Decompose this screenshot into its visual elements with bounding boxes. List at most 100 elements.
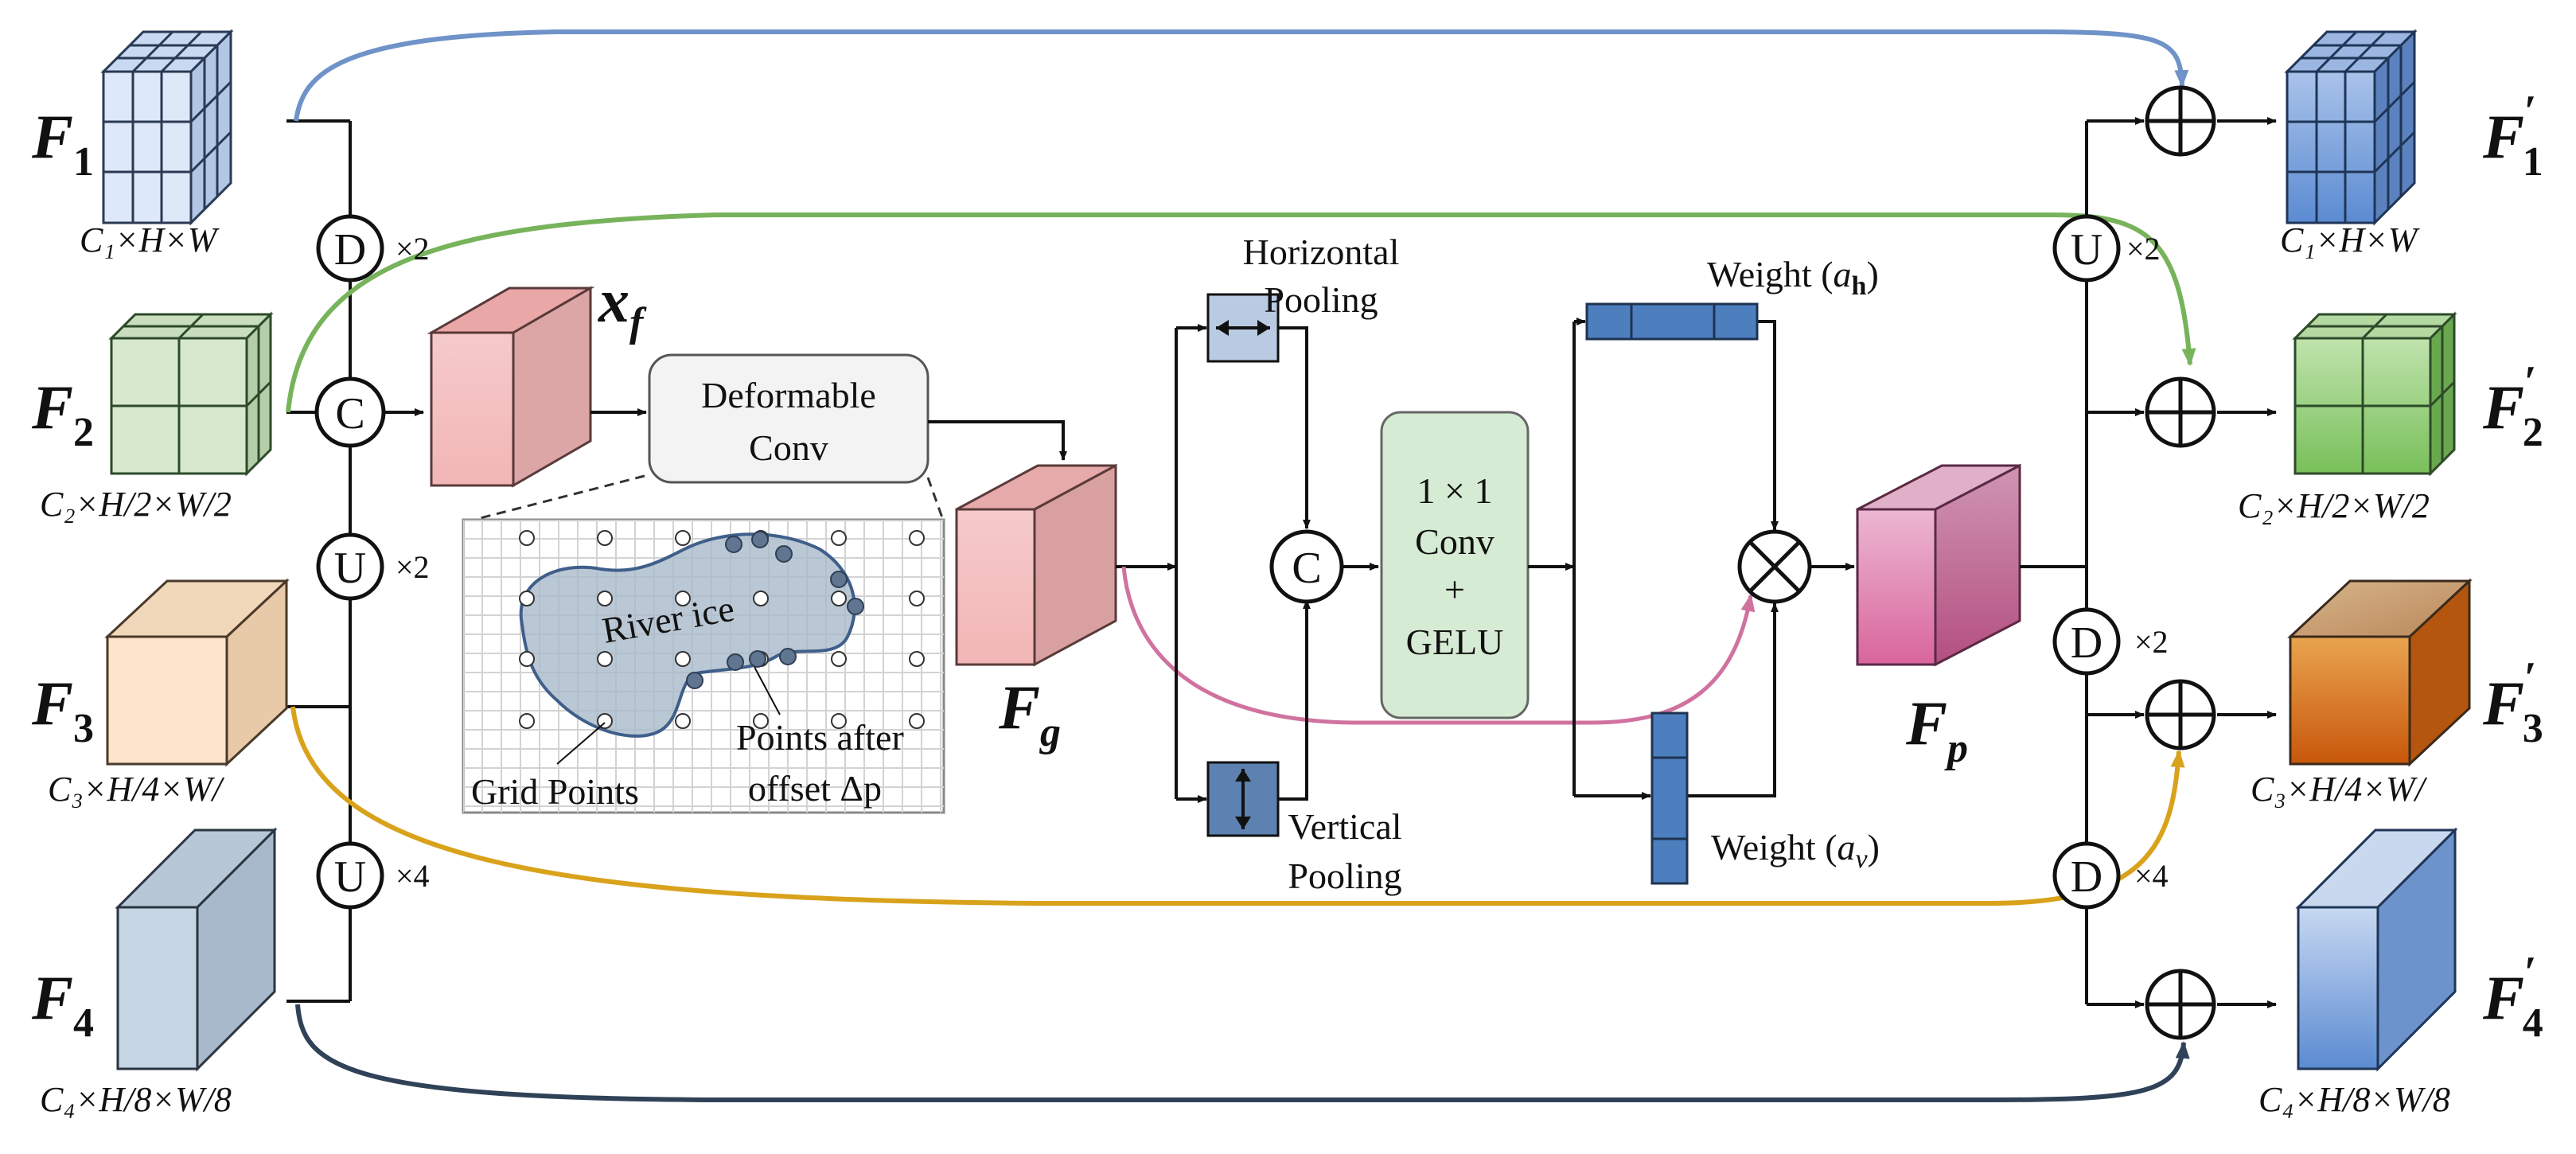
xf-cube [427,286,595,488]
output-dim-f2: C₂×H/2×W/2 [2238,486,2430,525]
offset-point [830,571,848,588]
grid-point [519,530,535,546]
skip-arrow-f2 [286,212,2196,413]
output-cube-f1 [2284,29,2418,226]
offset-point [775,545,793,563]
pooling-branches [1175,324,1379,803]
skip-arrow-f3 [290,706,2185,906]
multiply-op [1737,529,1812,604]
input-dim-f4: C₄×H/8×W/8 [40,1080,232,1119]
svg-text:D: D [2071,852,2102,902]
offset-point [751,531,769,548]
sum-op-3 [2145,679,2216,750]
svg-text:×2: ×2 [396,231,430,267]
horizontal-pooling-label-1: Horizontal [1243,232,1400,272]
weight-h-label: Weight (ah) [1707,254,1879,301]
weight-v-bar [1650,712,1689,885]
offset-point [779,648,797,665]
output-dim-f3: C₃×H/4×W/ [2251,770,2428,809]
left-op-upsample-2: U ×2 [316,532,430,601]
svg-text:×2: ×2 [2126,231,2161,267]
svg-text:×2: ×2 [396,549,430,585]
grid-point [909,651,925,667]
svg-text:U: U [2071,225,2102,275]
output-label-f1: F′1 [2482,87,2543,185]
input-dim-f2: C₂×H/2×W/2 [40,485,232,524]
grid-point [519,713,535,729]
skip-arrow-f1 [294,29,2189,122]
input-dim-f3: C₃×H/4×W/ [48,770,225,809]
svg-text:×2: ×2 [2134,624,2169,660]
right-op-downsample-2: D ×2 [2052,607,2169,676]
svg-text:×4: ×4 [396,858,430,894]
fg-label: Fg [998,673,1061,755]
left-op-concat: C [314,376,386,448]
input-label-f1: F1 [31,102,94,185]
river-ice-shape [519,532,856,738]
input-label-f3: F3 [31,669,94,751]
input-cube-f4 [115,827,278,1072]
conv-gelu-block: 1 × 1 Conv + GELU [1380,411,1530,719]
grid-point [519,651,535,667]
weight-v-label: Weight (av) [1711,827,1880,874]
grid-point [675,713,691,729]
fp-label: Fp [1905,688,1968,771]
output-label-f2: F′2 [2482,357,2543,455]
output-cube-f4 [2295,827,2458,1072]
skip-arrow-f4 [295,1004,2190,1102]
input-cube-f2 [108,311,274,477]
grid-point [597,591,613,606]
grid-point [831,530,847,546]
offset-points-label-2: offset Δp [748,768,882,809]
left-op-downsample: D ×2 [316,214,430,283]
svg-text:D: D [334,225,366,275]
input-cube-f3 [104,578,290,767]
deform-to-fg-arrow [928,420,1067,461]
vertical-pooling-label-1: Vertical [1288,806,1401,847]
grid-point [909,591,925,606]
grid-point [597,713,613,729]
input-label-f4: F4 [31,963,94,1046]
horizontal-pooling-block [1206,293,1280,363]
offset-point [725,536,742,553]
svg-text:U: U [334,852,366,902]
weight-h-bar [1585,302,1759,341]
fp-cube [1856,463,2021,667]
horizontal-pooling-label-2: Pooling [1264,279,1378,320]
vertical-pooling-block [1206,761,1280,837]
grid-point [675,591,691,606]
fg-cube [955,463,1117,667]
zoom-line-right [926,477,945,523]
left-op-upsample-4: U ×4 [316,841,430,910]
svg-text:Conv: Conv [1415,521,1495,562]
input-cube-f1 [100,29,234,226]
output-cube-f2 [2292,311,2457,477]
grid-point [753,591,769,606]
grid-point [597,651,613,667]
output-label-f3: F′3 [2482,653,2543,751]
output-cube-f3 [2287,578,2473,767]
right-op-upsample: U ×2 [2052,214,2161,283]
svg-text:U: U [334,544,366,593]
input-dim-f1: C₁×H×W [80,220,220,259]
output-dim-f1: C₁×H×W [2280,220,2420,259]
grid-point [753,713,769,729]
svg-text:×4: ×4 [2134,858,2169,894]
sum-op-1 [2145,85,2216,157]
deformable-conv-block: Deformable Conv [648,353,929,484]
offset-point [749,650,766,668]
right-op-downsample-4: D ×4 [2052,841,2169,910]
grid-points-label: Grid Points [471,771,639,812]
grid-point [831,651,847,667]
concat-mid: C [1269,529,1344,604]
svg-text:C: C [1292,544,1321,593]
offset-points-label-1: Points after [736,717,904,758]
grid-point [831,713,847,729]
svg-text:Conv: Conv [749,427,828,468]
input-label-f2: F2 [31,372,94,455]
offset-point [727,653,744,671]
svg-text:C: C [335,389,364,439]
svg-text:Deformable: Deformable [701,375,876,415]
svg-text:1 × 1: 1 × 1 [1417,470,1493,511]
